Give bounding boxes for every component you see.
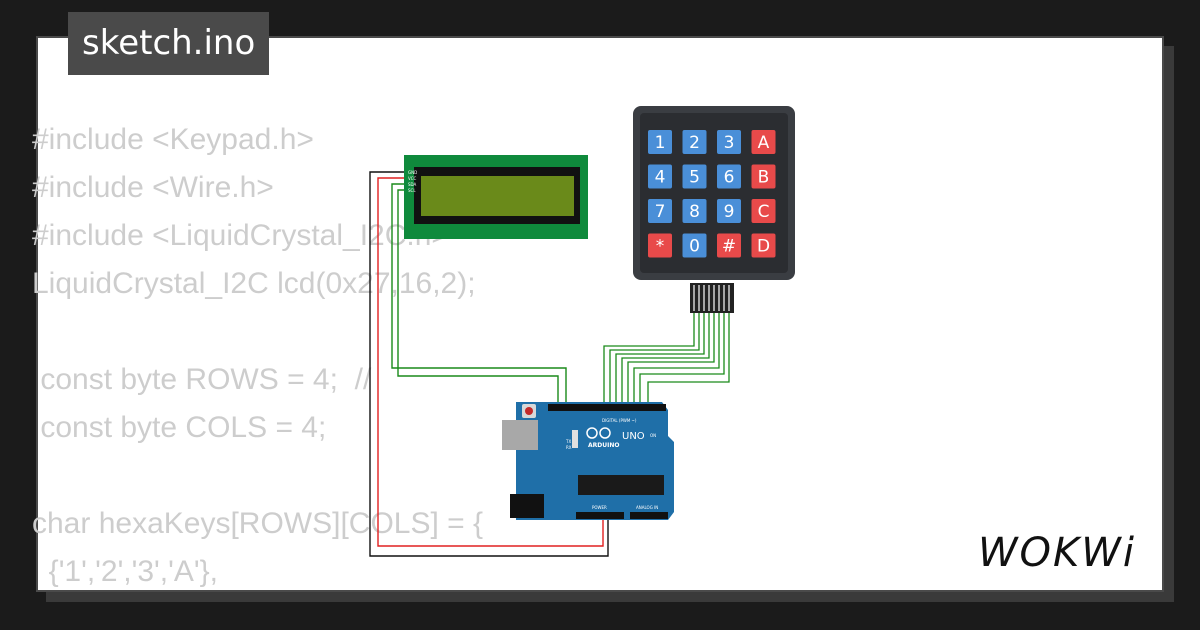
keypad-key[interactable]: 2 [682,130,707,154]
svg-text:1: 1 [655,133,666,153]
file-tab[interactable]: sketch.ino [68,12,270,75]
atmega-chip [578,475,664,495]
keypad-key[interactable]: 6 [717,164,741,189]
keypad-key[interactable]: 1 [648,130,672,154]
keypad-key[interactable]: A [751,130,776,154]
svg-text:#: # [722,237,736,257]
code-line: LiquidCrystal_I2C lcd(0x27,16,2); [32,267,476,300]
arduino-uno: DIGITAL (PWM ~) ARDUINO UNO TX RX ON POW… [502,402,674,520]
svg-text:SDA: SDA [408,182,417,187]
svg-text:TX: TX [565,439,571,444]
code-line: #include <Keypad.h> [32,123,314,156]
svg-text:8: 8 [689,202,700,222]
keypad-key[interactable]: # [717,233,741,258]
svg-text:D: D [757,237,770,257]
svg-text:ON: ON [650,433,656,438]
svg-text:6: 6 [724,168,735,188]
keypad-wires [603,312,730,404]
power-jack [510,494,544,518]
keypad-keys: 1 2 3 A 4 5 6 B 7 8 9 C * 0 # D [648,130,776,258]
svg-text:A: A [758,133,770,153]
wire-vcc [377,177,604,547]
keypad-key[interactable]: 0 [682,233,707,258]
svg-text:9: 9 [724,202,735,222]
usb-port [502,420,538,450]
wire-scl [397,189,559,404]
lcd-wires [369,171,609,557]
svg-text:7: 7 [655,202,666,222]
svg-text:ANALOG IN: ANALOG IN [636,505,658,510]
keypad-key[interactable]: D [751,233,776,258]
svg-text:WOKWi: WOKWi [978,530,1136,574]
keypad-key[interactable]: 9 [717,199,741,223]
keypad-key[interactable]: C [751,199,776,223]
analog-header [630,512,668,519]
svg-text:4: 4 [655,168,666,188]
arduino-brand: ARDUINO [588,442,619,449]
svg-text:B: B [758,168,770,188]
code-line: #include <Wire.h> [32,171,274,204]
svg-text:3: 3 [724,133,735,153]
svg-text:RX: RX [566,445,572,450]
code-line: char hexaKeys[ROWS][COLS] = { [32,507,484,540]
svg-text:SCL: SCL [408,188,416,193]
lcd-pin-labels: GND VCC SDA SCL [408,170,417,193]
wire-gnd [369,171,609,557]
keypad-key[interactable]: 5 [682,164,707,189]
power-header [576,512,624,519]
svg-text:5: 5 [689,168,700,188]
keypad-key[interactable]: B [751,164,776,189]
code-line: const byte COLS = 4; [32,411,327,444]
svg-text:POWER: POWER [592,505,607,510]
arduino-logo [586,427,611,439]
svg-text:*: * [656,237,665,257]
digital-header [548,404,666,411]
code-line: #include <LiquidCrystal_I2C.h> [32,219,449,252]
code-line: {'1','2','3','A'}, [32,555,218,588]
digital-label: DIGITAL (PWM ~) [602,418,637,423]
keypad-key[interactable]: * [648,233,672,258]
keypad-key[interactable]: 7 [648,199,672,223]
code-editor[interactable]: #include <Keypad.h> #include <Wire.h> #inc… [32,116,483,596]
keypad-module: 1 2 3 A 4 5 6 B 7 8 9 C * 0 # D [633,106,795,313]
svg-text:0: 0 [689,237,700,257]
keypad-key[interactable]: 8 [682,199,707,223]
wire-sda [391,183,567,404]
keypad-key[interactable]: 3 [717,130,741,154]
wokwi-logo[interactable]: WOKWi [978,528,1150,574]
svg-text:C: C [758,202,770,222]
arduino-model: UNO [622,431,645,442]
lcd-module: GND VCC SDA SCL [404,155,588,239]
svg-text:2: 2 [689,133,700,153]
code-line: const byte ROWS = 4; // [32,363,372,396]
keypad-key[interactable]: 4 [648,164,672,189]
svg-text:VCC: VCC [408,176,417,181]
svg-text:GND: GND [408,170,417,175]
